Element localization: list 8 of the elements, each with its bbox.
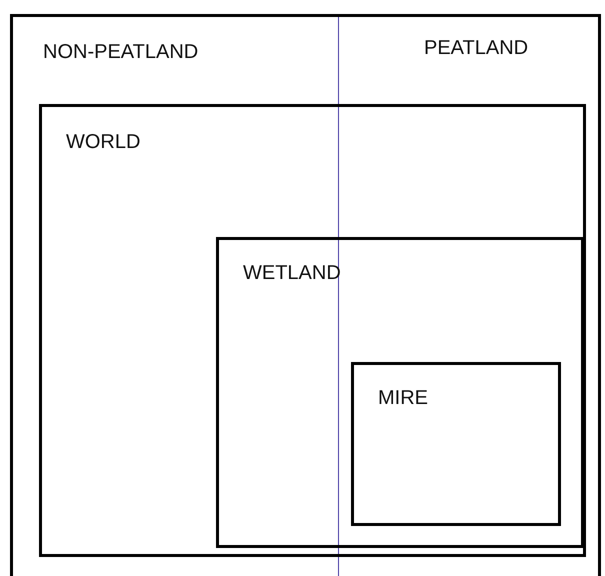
world-box (39, 104, 586, 557)
region-label: WORLD (66, 131, 140, 154)
region-label: MIRE (378, 387, 428, 410)
mire-box (351, 362, 561, 526)
frame-box (10, 14, 601, 576)
region-label: PEATLAND (424, 37, 528, 60)
region-label: NON-PEATLAND (43, 41, 198, 64)
wetland-box (216, 237, 584, 548)
